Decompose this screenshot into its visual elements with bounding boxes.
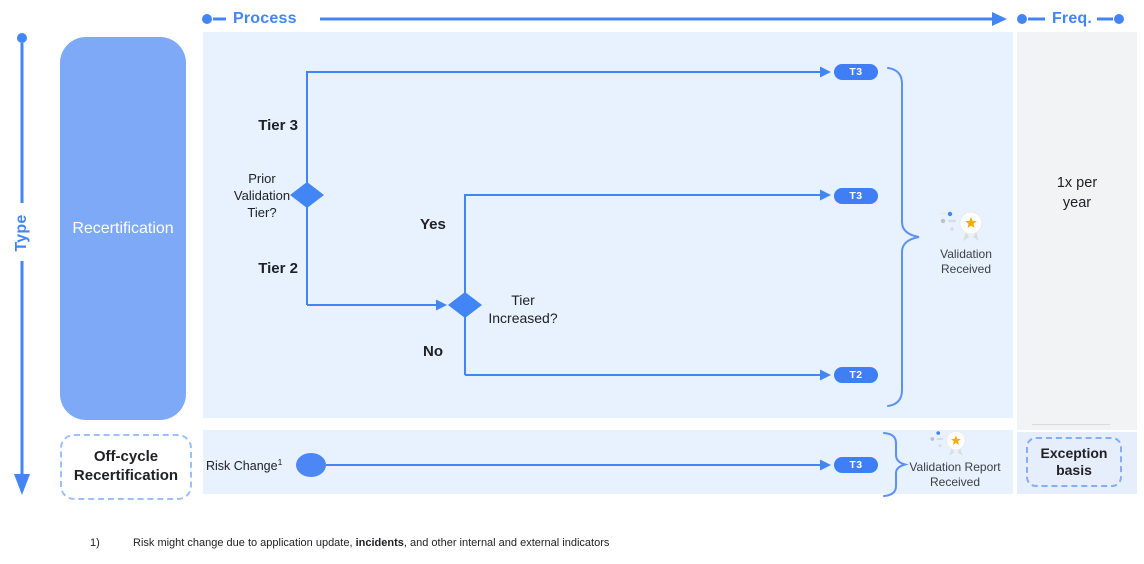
validation-report-badge-icon [930, 430, 966, 456]
type-axis-arrowhead [14, 474, 30, 495]
outcome-label-validation-received: Validation Received [940, 247, 992, 276]
freq-value-off-cycle-label: Exception basis [1040, 445, 1108, 478]
off-cycle-row-box: Off-cycle Recertification [60, 434, 192, 500]
type-axis [14, 33, 30, 495]
result-pill-t2: T2 [834, 367, 878, 383]
result-pill-t3-offcycle: T3 [834, 457, 878, 473]
footnote-text: Risk might change due to application upd… [133, 537, 1093, 549]
branch-label-tier2: Tier 2 [258, 260, 298, 277]
process-panel-off-cycle [203, 430, 1013, 494]
process-panel-recertification [203, 32, 1013, 418]
validation-badge-icon [940, 211, 983, 241]
footnote-text-post: , and other internal and external indica… [403, 537, 610, 549]
footnote-marker: 1) [90, 537, 100, 549]
decision-question-prior-tier: Prior Validation Tier? [233, 171, 291, 220]
freq-value-recertification: 1x per year [1056, 175, 1098, 211]
branch-label-yes: Yes [420, 216, 446, 233]
freq-value-off-cycle-box: Exception basis [1026, 437, 1122, 487]
result-pill-t2-label: T2 [849, 369, 863, 381]
result-pill-t3-offcycle-label: T3 [849, 459, 863, 471]
footnote-text-pre: Risk might change due to application upd… [133, 537, 356, 549]
freq-axis-label: Freq. [1051, 10, 1093, 27]
risk-change-label: Risk Change1 [206, 457, 282, 473]
process-axis-label: Process [233, 10, 297, 27]
off-cycle-row-label: Off-cycle Recertification [73, 448, 179, 484]
recertification-row-box: Recertification [60, 37, 186, 420]
decision-question-tier-increased: Tier Increased? [488, 292, 558, 327]
result-pill-t3-top: T3 [834, 64, 878, 80]
freq-column-divider [1032, 424, 1110, 425]
recertification-row-label: Recertification [72, 219, 174, 237]
branch-label-no: No [423, 343, 443, 360]
result-pill-t3-middle: T3 [834, 188, 878, 204]
process-axis [202, 12, 1007, 26]
freq-panel-recertification [1017, 32, 1137, 430]
result-pill-t3-middle-label: T3 [849, 190, 863, 202]
risk-change-footnote-ref: 1 [277, 457, 283, 467]
risk-change-text: Risk Change [206, 459, 278, 474]
footnote-text-bold: incidents [355, 537, 404, 549]
branch-label-tier3: Tier 3 [258, 117, 298, 134]
result-pill-t3-top-label: T3 [849, 66, 863, 78]
process-axis-arrowhead [992, 12, 1007, 26]
type-axis-label: Type [13, 214, 30, 252]
outcome-label-validation-report-received: Validation Report Received [909, 460, 1001, 489]
